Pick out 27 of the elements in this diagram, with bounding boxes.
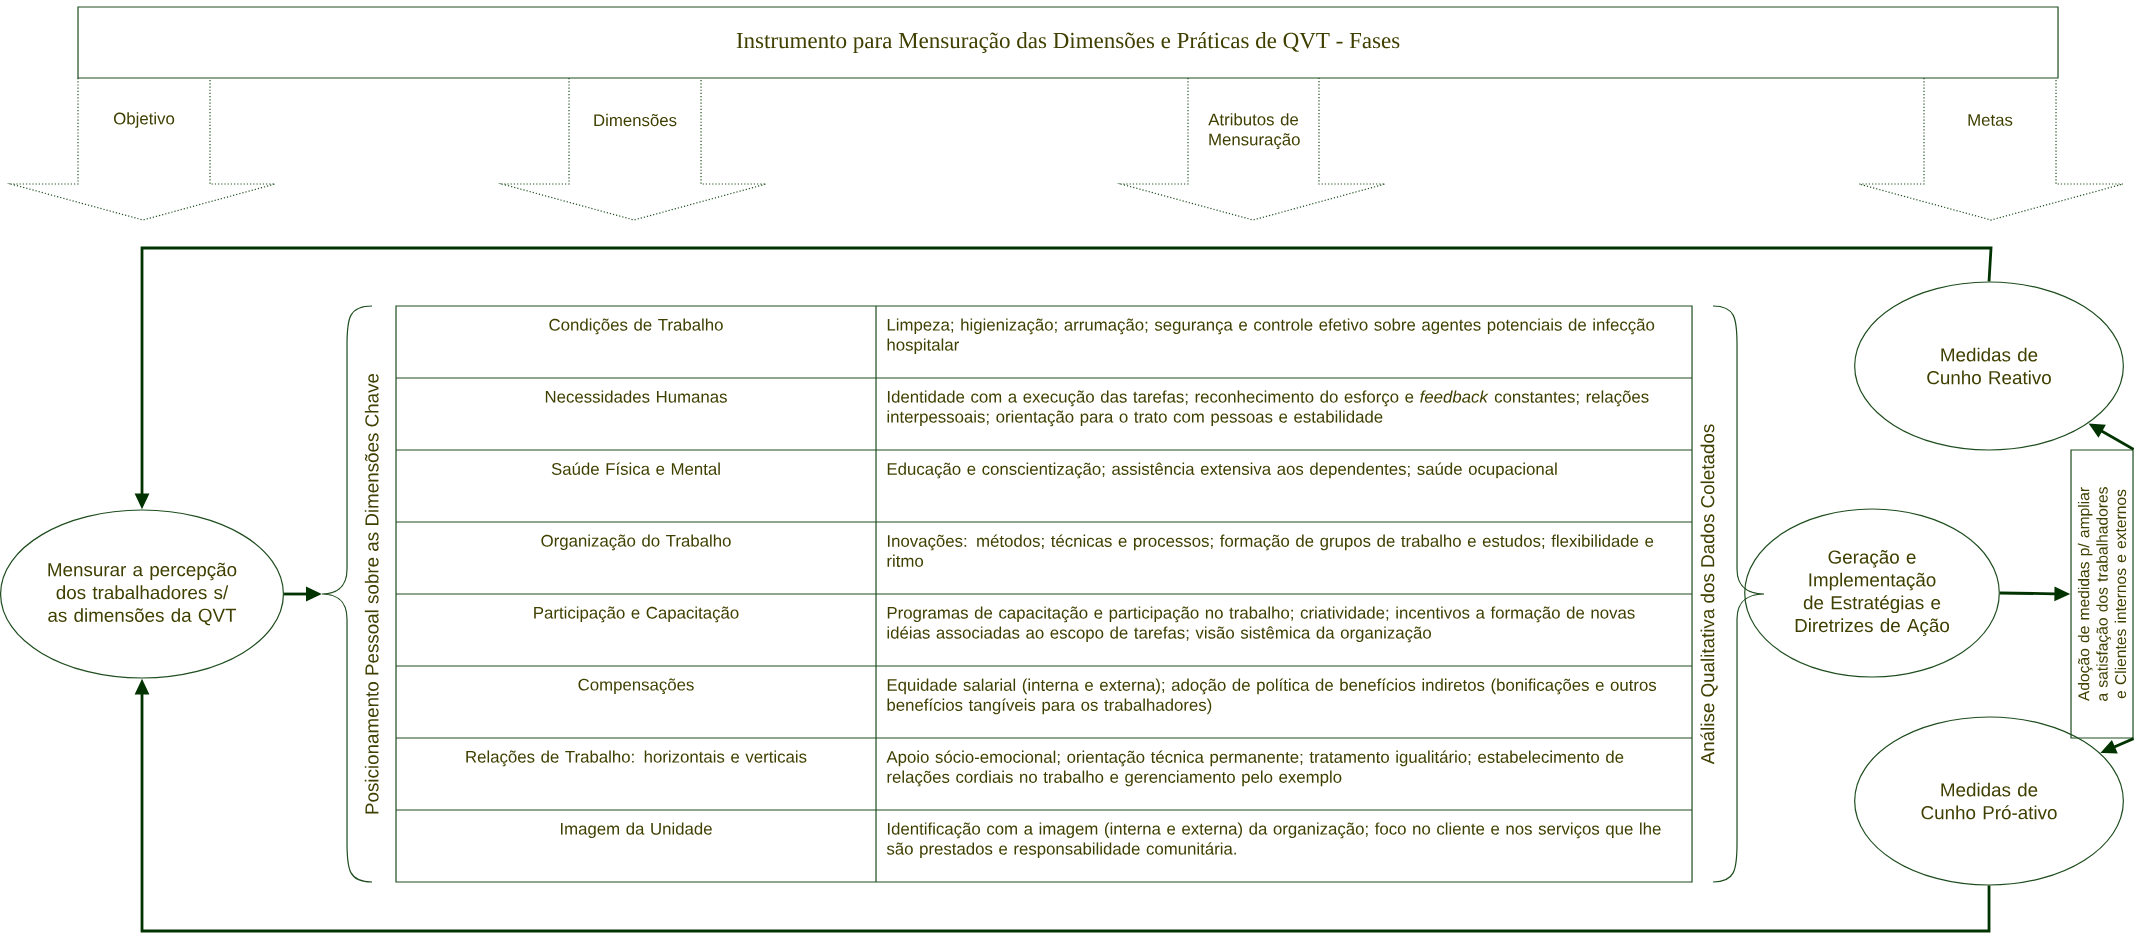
- brace: Posicionamento Pessoal sobre as Dimensões Chave: [321, 305, 379, 883]
- table-cell: Organização do Trabalho: [541, 534, 731, 551]
- table-cell: Imagem da Unidade: [560, 822, 712, 839]
- table-cell: Apoio sócio-emocional; orientação técnica permanente; tratamento igualitário; estabelecimento de relações cordiais no trabalho e gerenciamento pelo exemplo: [886, 750, 1624, 787]
- phase-banner: Metas: [1854, 77, 2128, 221]
- table-cell: Inovações: métodos; técnicas e processos; formação de grupos de trabalho e estudos; flexibilidade e ritmo: [887, 534, 1654, 567]
- table-cell: Programas de capacitação e participação no trabalho; criatividade; incentivos a formação de novas idéias associadas ao escopo de tarefas; visão sistêmica da organização: [887, 606, 1635, 643]
- table-cell: Limpeza; higienização; arrumação; segurança e controle efetivo sobre agentes potenciais de infecção hospitalar: [887, 318, 1655, 355]
- ellipse-node: Mensurar a percepção dos trabalhadores s/ as dimensões da QVT: [0, 509, 285, 679]
- ellipse-node: Medidas de Cunho Reativo: [1854, 281, 2124, 451]
- table-cell: Relações de Trabalho: horizontais e verticais: [466, 750, 807, 767]
- text-box: Adoção de medidas p/ ampliar a satisfação dos trabalhadores e Clientes internos e externos: [2070, 449, 2134, 739]
- table-cell: Participação e Capacitação: [534, 606, 739, 623]
- phase-banner: Dimensões: [497, 77, 771, 221]
- table-cell: Saúde Física e Mental: [551, 462, 720, 475]
- phase-banner: Atributos de Mensuração: [1116, 77, 1390, 221]
- table-cell: Equidade salarial (interna e externa); adoção de política de benefícios indiretos (bonificações e outros benefícios tangíveis para os trabalhadores): [887, 678, 1657, 715]
- table-cell: Identificação com a imagem (interna e externa) da organização; foco no cliente e nos serviços que lhe são prestados e responsabilidade comunitária.: [886, 822, 1661, 859]
- phase-banner: Objetivo: [6, 77, 280, 221]
- title-box: Instrumento para Mensuração das Dimensões e Práticas de QVT - Fases: [77, 6, 2059, 79]
- table-cell: Necessidades Humanas: [545, 390, 727, 403]
- table-cell: Identidade com a execução das tarefas; reconhecimento do esforço e feedback constantes; relações interpessoais; orientação para o trato com pessoas e estabilidade: [887, 390, 1649, 427]
- ellipse-node: Medidas de Cunho Pró-ativo: [1854, 716, 2124, 886]
- table-cell: Condições de Trabalho: [549, 318, 723, 335]
- ellipse-node: Geração e Implementação de Estratégias e Diretrizes de Ação: [1744, 508, 2000, 678]
- table-cell: Compensações: [578, 678, 694, 695]
- table-cell: Educação e conscientização; assistência extensiva aos dependentes; saúde ocupacional: [887, 462, 1557, 479]
